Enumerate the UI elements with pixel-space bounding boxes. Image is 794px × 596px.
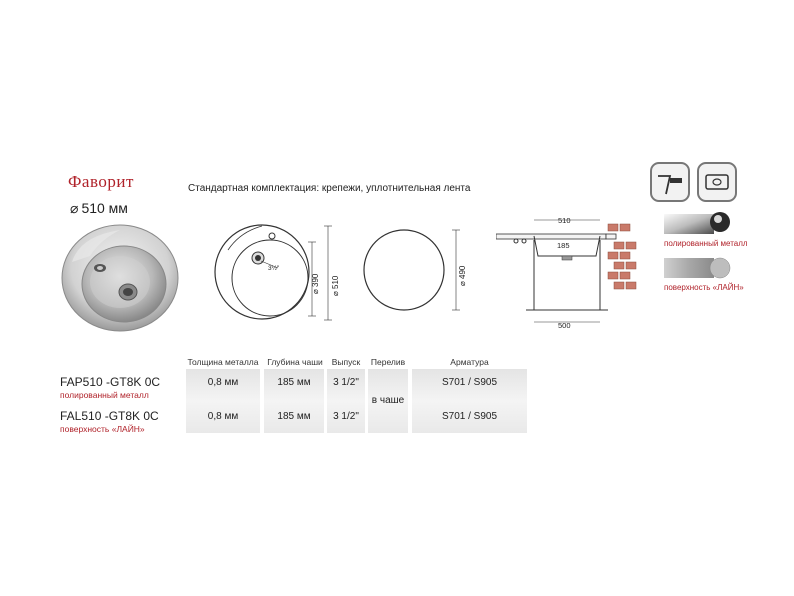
dim-490: ⌀ 490: [458, 265, 467, 286]
header-fittings: Арматура: [450, 357, 489, 367]
polished-finish-swatch: [664, 212, 730, 234]
outlet-row2: 3 1/2": [333, 411, 359, 422]
header-overflow: Перелив: [370, 357, 406, 367]
fittings-row1: S701 / S905: [441, 377, 498, 388]
fittings-row2: S701 / S905: [441, 411, 498, 422]
header-depth: Глубина чаши: [267, 357, 323, 367]
side-dim-185: 185: [557, 241, 570, 250]
header-thickness: Толщина металла: [187, 357, 259, 367]
cutout-drawing: ⌀ 490: [363, 229, 467, 311]
header-outlet: Выпуск: [331, 357, 361, 367]
thickness-row1: 0,8 мм: [207, 377, 239, 388]
undermount-edge-icon: [650, 162, 690, 202]
product-title: Фаворит: [68, 172, 134, 191]
dim-390: ⌀ 390: [311, 273, 320, 294]
product-diameter: ⌀510 мм: [70, 200, 128, 217]
top-view-drawing: 3½" ⌀ 390 ⌀ 510: [214, 224, 340, 321]
model-row2: FAL510 -GT8K 0C: [60, 409, 159, 423]
standard-kit-text: Стандартная комплектация: крепежи, уплот…: [188, 183, 471, 194]
column-bg-thickness: [186, 369, 260, 433]
sink-photo: [61, 224, 179, 332]
thickness-row2: 0,8 мм: [207, 411, 239, 422]
line-finish-swatch: [664, 257, 731, 279]
side-dim-500: 500: [558, 321, 571, 330]
finish-row1: полированный металл: [60, 390, 149, 400]
diameter-value: 510 мм: [81, 200, 128, 216]
sink-inset-icon: [697, 162, 737, 202]
column-bg-overflow: [368, 369, 408, 433]
column-bg-depth: [264, 369, 324, 433]
model-row1: FAP510 -GT8K 0C: [60, 375, 161, 389]
line-finish-label: поверхность «ЛАЙН»: [664, 283, 744, 292]
column-bg-outlet: [327, 369, 365, 433]
outlet-row1: 3 1/2": [333, 377, 359, 388]
diameter-symbol: ⌀: [70, 200, 79, 216]
column-bg-fittings: [412, 369, 527, 433]
depth-row1: 185 мм: [277, 377, 311, 388]
finish-row2: поверхность «ЛАЙН»: [60, 424, 145, 434]
side-dim-510: 510: [558, 216, 571, 225]
polished-finish-label: полированный металл: [664, 239, 748, 248]
overflow-value: в чаше: [371, 395, 405, 406]
dim-510: ⌀ 510: [331, 275, 340, 296]
section-drawing: 510 185 500: [496, 216, 637, 330]
valve-size-label: 3½": [268, 264, 280, 272]
depth-row2: 185 мм: [277, 411, 311, 422]
